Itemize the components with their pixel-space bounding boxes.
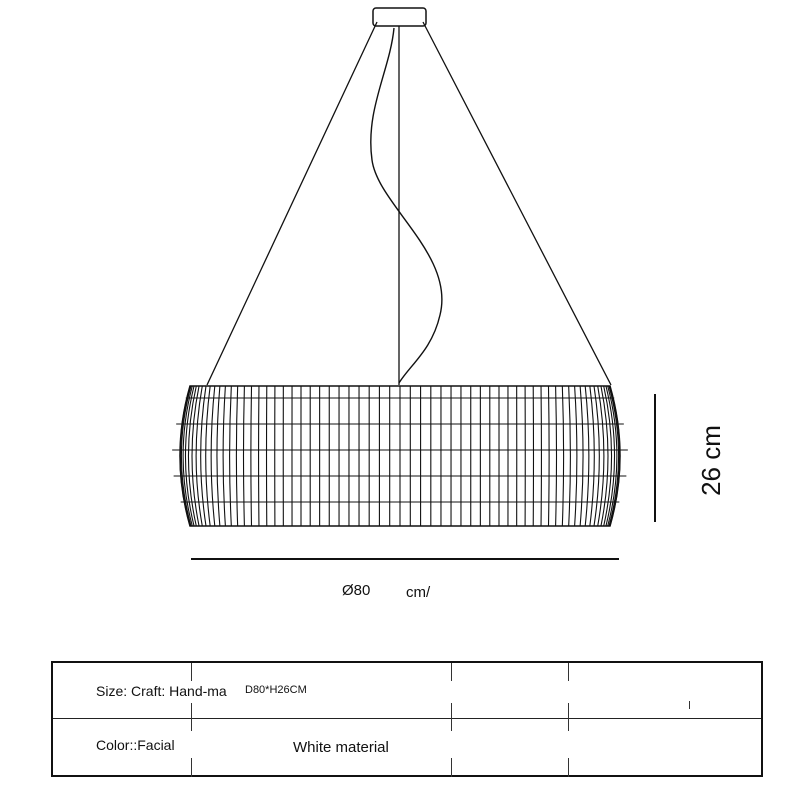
shade-rib [184, 385, 195, 527]
shade-rib [191, 385, 200, 527]
column-divider [191, 663, 192, 681]
shade-rib [605, 385, 616, 527]
lamp-shade [172, 385, 628, 527]
shade-rib [579, 385, 584, 527]
spec-table: Size: Craft: Hand-ma D80*H26CM Color::Fa… [51, 661, 763, 777]
column-divider [568, 663, 569, 681]
shade-rib [250, 385, 253, 527]
height-label: 26 cm [695, 425, 726, 496]
shade-rib [608, 385, 620, 527]
table-row-divider [53, 718, 761, 719]
shade-rib [210, 385, 216, 527]
shade-rib [200, 385, 207, 527]
power-cord [370, 27, 443, 384]
shade-rib [229, 385, 232, 527]
shade-rib [574, 385, 578, 527]
color-value: White material [293, 739, 389, 756]
column-divider [451, 703, 452, 731]
suspension-cable-left [206, 21, 378, 386]
column-divider [451, 758, 452, 777]
shade-rib [547, 385, 550, 527]
shade-rib [179, 385, 191, 527]
shade-rib [235, 385, 239, 527]
shade-rib [593, 385, 600, 527]
shade-rib [561, 385, 565, 527]
shade-rib [589, 385, 595, 527]
shade-rib [205, 385, 211, 527]
shade-rib [182, 385, 193, 527]
shade-rib [568, 385, 571, 527]
shade-rib [603, 385, 613, 527]
column-divider [191, 703, 192, 731]
shade-rib [555, 385, 558, 527]
column-divider [568, 758, 569, 777]
shade-rib [242, 385, 245, 527]
shade-rib [187, 385, 197, 527]
column-divider [451, 663, 452, 681]
shade-rib [607, 385, 618, 527]
shade-rib [584, 385, 590, 527]
shade-rib [195, 385, 203, 527]
column-divider [191, 758, 192, 777]
size-value: D80*H26CM [245, 684, 307, 696]
shade-rib [609, 385, 621, 527]
ceiling-canopy [372, 7, 427, 27]
shade-rib [222, 385, 226, 527]
column-divider [689, 701, 690, 709]
diameter-label: Ø80 [342, 582, 371, 599]
size-craft-label: Size: Craft: Hand-ma [96, 683, 227, 699]
chandelier-drawing [172, 7, 656, 560]
suspension-cable-right [422, 21, 612, 386]
shade-rib [180, 385, 192, 527]
diameter-unit-label: cm/ [406, 584, 431, 601]
shade-rib [216, 385, 221, 527]
shade-rib [600, 385, 609, 527]
shade-rib [597, 385, 605, 527]
column-divider [568, 703, 569, 731]
color-label: Color::Facial [96, 737, 175, 753]
